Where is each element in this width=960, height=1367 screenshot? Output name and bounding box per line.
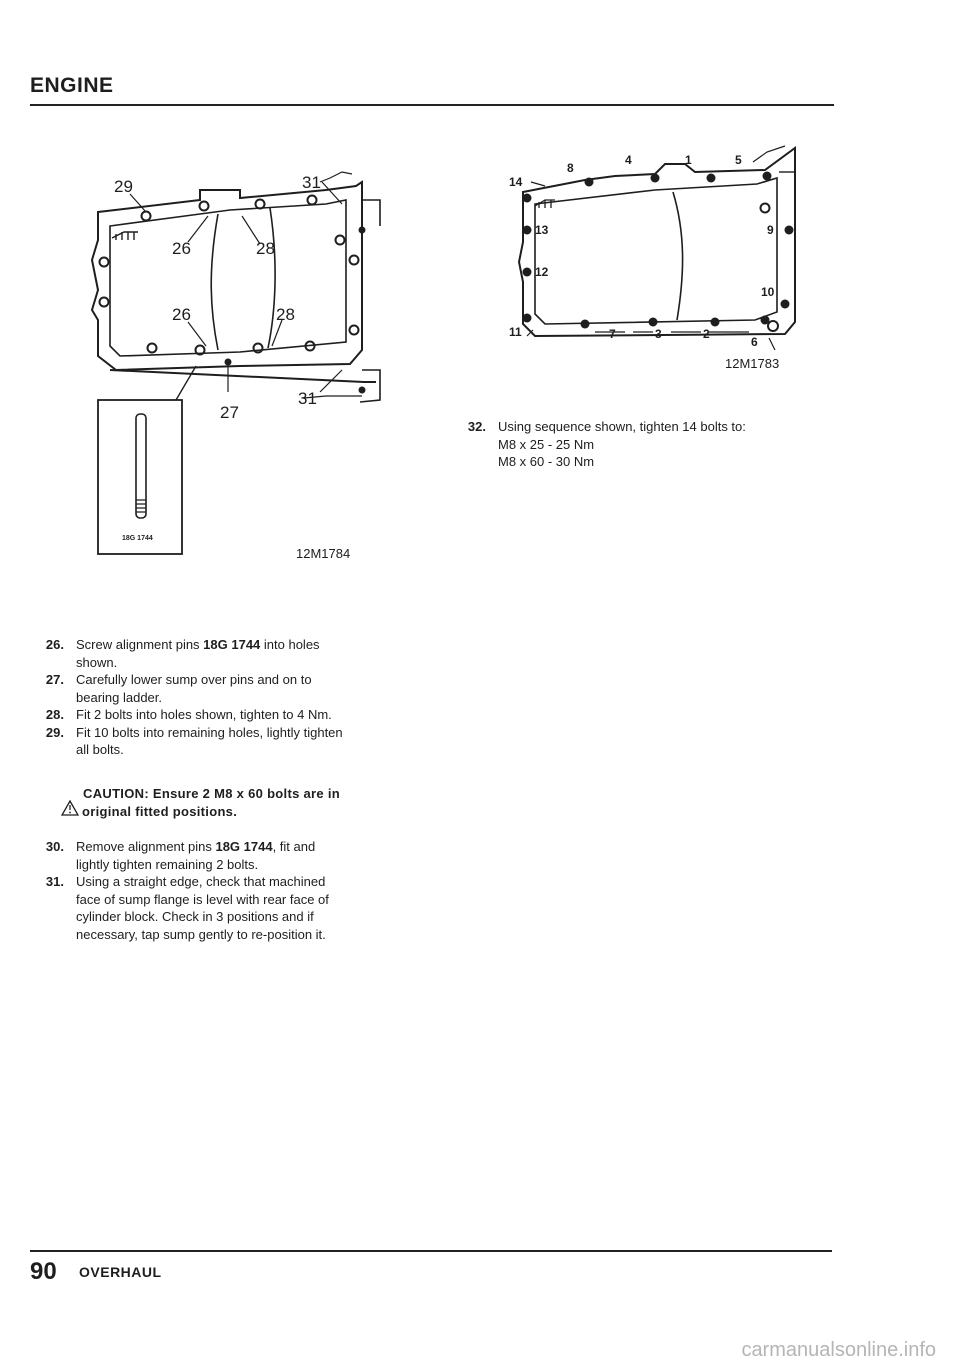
step-number: 31. xyxy=(45,874,64,889)
step-text: face of sump flange is level with rear f… xyxy=(76,891,329,907)
callout-26-top: 26 xyxy=(172,239,191,258)
step-text: M8 x 25 - 25 Nm xyxy=(498,436,595,452)
step-line: Screw alignment pins 18G 1744 into holes xyxy=(76,636,436,654)
page-number: 90 xyxy=(30,1258,57,1285)
step-number: 29. xyxy=(45,724,64,740)
step-line: all bolts. xyxy=(76,741,436,759)
callout-29: 29 xyxy=(114,177,133,196)
figure-right-ref: 12M1783 xyxy=(725,356,779,371)
step-item: 29. Fit 10 bolts into remaining holes, li… xyxy=(36,724,436,759)
step-number: 27. xyxy=(45,672,64,687)
step-line: Fit 2 bolts into holes shown, tighten to… xyxy=(76,706,436,724)
seq-7: 7 xyxy=(609,327,616,341)
step-text: Fit 10 bolts into remaining holes, light… xyxy=(76,724,343,740)
seq-12: 12 xyxy=(535,265,549,279)
seq-10: 10 xyxy=(761,285,775,299)
seq-2: 2 xyxy=(703,327,710,341)
watermark-text: carmanualsonline.info xyxy=(741,1339,936,1361)
bolt-sequence-diagram: 14 8 4 1 5 13 9 12 10 11 7 3 2 6 12M1783 xyxy=(509,145,796,371)
step-number: 32. xyxy=(467,419,486,434)
step-line: face of sump flange is level with rear f… xyxy=(76,891,436,909)
callout-31-top: 31 xyxy=(302,173,321,192)
step-text: M8 x 60 - 30 Nm xyxy=(498,454,595,469)
step-item: 31. Using a straight edge, check that mac… xyxy=(36,873,436,943)
steps-26-29: 26. Screw alignment pins 18G 1744 into ho… xyxy=(36,636,436,759)
callout-27: 27 xyxy=(220,403,239,422)
seq-1: 1 xyxy=(685,153,692,167)
step-number: 30. xyxy=(45,839,64,854)
step-line: Using sequence shown, tighten 14 bolts t… xyxy=(498,418,838,436)
seq-3: 3 xyxy=(655,327,662,341)
sump-flange xyxy=(109,199,347,357)
step-line: lightly tighten remaining 2 bolts. xyxy=(76,856,436,874)
sump-outline xyxy=(90,180,363,372)
step-line: Carefully lower sump over pins and on to xyxy=(76,671,436,689)
step-text: Fit 2 bolts into holes shown, tighten to… xyxy=(76,707,332,722)
step-text: all bolts. xyxy=(76,742,124,757)
step-text: Carefully lower sump over pins and on to xyxy=(76,672,312,687)
step-item: 32. Using sequence shown, tighten 14 bolt… xyxy=(458,418,838,471)
seq-9: 9 xyxy=(767,223,774,237)
seq-6: 6 xyxy=(751,335,758,349)
seq-11: 11 xyxy=(509,325,522,339)
caution-note: CAUTION: Ensure 2 M8 x 60 bolts are in o… xyxy=(82,785,422,821)
tool-label: 18G 1744 xyxy=(122,535,153,542)
step-text: into holes xyxy=(260,637,320,652)
caution-line-1: CAUTION: Ensure 2 M8 x 60 bolts are in xyxy=(83,786,341,801)
step-line: M8 x 25 - 25 Nm xyxy=(498,436,838,454)
step-text: Using a straight edge, check that machin… xyxy=(76,874,326,889)
callout-26-bottom: 26 xyxy=(172,305,191,324)
header-rule xyxy=(30,104,834,106)
step-text: shown. xyxy=(76,654,118,670)
step-text: bearing ladder. xyxy=(76,689,163,705)
footer-rule xyxy=(30,1250,832,1252)
step-32: 32. Using sequence shown, tighten 14 bolt… xyxy=(458,418,838,471)
step-item: 27. Carefully lower sump over pins and on… xyxy=(36,671,436,706)
callout-28-top: 28 xyxy=(256,239,275,258)
step-line: shown. xyxy=(76,654,436,672)
step-number: 28. xyxy=(45,707,64,722)
sump-alignment-diagram: 29 31 26 28 26 28 27 31 18G 1744 12M1784 xyxy=(90,171,381,561)
tool-inset-box xyxy=(97,399,183,555)
step-line: Fit 10 bolts into remaining holes, light… xyxy=(76,724,436,742)
seq-13: 13 xyxy=(535,223,549,237)
step-line: bearing ladder. xyxy=(76,689,436,707)
step-item: 30. Remove alignment pins 18G 1744, fit a… xyxy=(36,838,436,873)
seq-14: 14 xyxy=(509,175,523,189)
step-text: , fit and xyxy=(272,839,316,854)
tool-reference: 18G 1744 xyxy=(203,637,261,652)
step-line: necessary, tap sump gently to re-positio… xyxy=(76,926,436,944)
seq-4: 4 xyxy=(625,153,632,167)
step-text: lightly tighten remaining 2 bolts. xyxy=(76,856,259,872)
step-item: 26. Screw alignment pins 18G 1744 into ho… xyxy=(36,636,436,671)
step-line: M8 x 60 - 30 Nm xyxy=(498,453,838,471)
step-text: Screw alignment pins xyxy=(76,637,204,652)
seq-8: 8 xyxy=(567,161,574,175)
step-text: necessary, tap sump gently to re-positio… xyxy=(76,926,326,942)
step-text: cylinder block. Check in 3 positions and… xyxy=(76,909,314,924)
step-line: Using a straight edge, check that machin… xyxy=(76,873,436,891)
figure-left-ref: 12M1784 xyxy=(296,546,350,561)
step-line: cylinder block. Check in 3 positions and… xyxy=(76,908,436,926)
sump-sequence-outline xyxy=(517,146,796,338)
tool-reference: 18G 1744 xyxy=(215,839,273,854)
step-text: Remove alignment pins xyxy=(76,839,216,854)
caution-line-2: original fitted positions. xyxy=(82,804,238,819)
step-line: Remove alignment pins 18G 1744, fit and xyxy=(76,838,436,856)
callout-31-bottom: 31 xyxy=(298,389,317,408)
callout-28-bottom: 28 xyxy=(276,305,295,324)
step-text: Using sequence shown, tighten 14 bolts t… xyxy=(498,419,746,434)
seq-5: 5 xyxy=(735,153,742,167)
warning-triangle-icon xyxy=(61,800,79,816)
footer-section-title: OVERHAUL xyxy=(79,1264,162,1280)
step-number: 26. xyxy=(45,637,64,652)
steps-30-31: 30. Remove alignment pins 18G 1744, fit a… xyxy=(36,838,436,943)
page-header-title: ENGINE xyxy=(30,74,114,97)
step-item: 28. Fit 2 bolts into holes shown, tighten… xyxy=(36,706,436,724)
